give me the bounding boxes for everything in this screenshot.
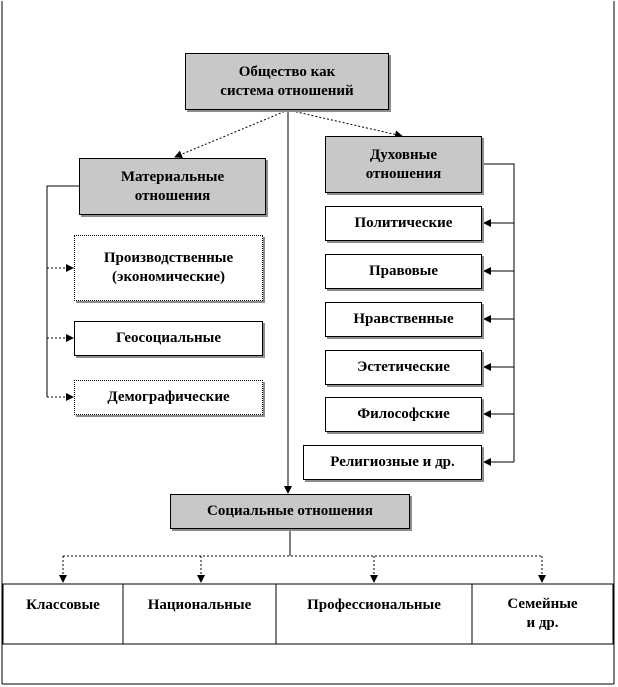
spiritual-item-philosophical-label: Философские <box>357 406 450 422</box>
spiritual-item-political-label: Политические <box>354 215 453 231</box>
spiritual-label: Духовные отношения <box>365 146 442 182</box>
spiritual-item-legal: Правовые <box>325 254 482 289</box>
spiritual-item-moral-label: Нравственные <box>353 311 454 327</box>
social-item-professional-label: Профессиональные <box>307 596 441 613</box>
social-item-national-label: Национальные <box>147 596 252 613</box>
social-item-professional: Профессиональные <box>277 585 471 625</box>
social-item-national: Национальные <box>124 585 275 625</box>
material-box: Материальные отношения <box>79 158 266 215</box>
material-label: Материальные отношения <box>120 168 225 204</box>
social-types-table <box>2 583 614 645</box>
root-label: Общество как система отношений <box>220 63 354 99</box>
spiritual-bracket <box>482 163 515 462</box>
material-item-demographic: Демографические <box>74 380 263 415</box>
spiritual-item-philosophical: Философские <box>325 397 482 432</box>
arrow-root-to-spiritual <box>287 109 403 139</box>
material-item-geosocial-label: Геосоциальные <box>116 330 221 346</box>
material-item-production-label: Производственные (экономические) <box>103 250 234 285</box>
spiritual-item-religious: Религиозные и др. <box>303 445 482 480</box>
spiritual-item-political: Политические <box>325 206 482 241</box>
spiritual-item-moral: Нравственные <box>325 302 482 337</box>
spiritual-item-aesthetic-label: Эстетические <box>357 359 450 375</box>
root-box: Общество как система отношений <box>185 53 389 110</box>
social-item-family: Семейные и др. <box>473 585 612 643</box>
social-box: Социальные отношения <box>170 494 410 529</box>
material-bracket <box>46 185 79 397</box>
spiritual-item-religious-label: Религиозные и др. <box>330 454 455 470</box>
material-item-demographic-label: Демографические <box>107 389 230 405</box>
social-label: Социальные отношения <box>207 503 373 519</box>
material-item-geosocial: Геосоциальные <box>74 321 263 356</box>
social-item-family-label: Семейные и др. <box>507 596 578 631</box>
arrow-root-to-material <box>174 109 289 159</box>
social-item-class: Классовые <box>4 585 122 625</box>
spiritual-item-legal-label: Правовые <box>368 263 439 279</box>
spiritual-item-aesthetic: Эстетические <box>325 350 482 385</box>
material-item-production: Производственные (экономические) <box>74 235 263 301</box>
social-item-class-label: Классовые <box>26 596 100 613</box>
spiritual-box: Духовные отношения <box>325 136 482 193</box>
